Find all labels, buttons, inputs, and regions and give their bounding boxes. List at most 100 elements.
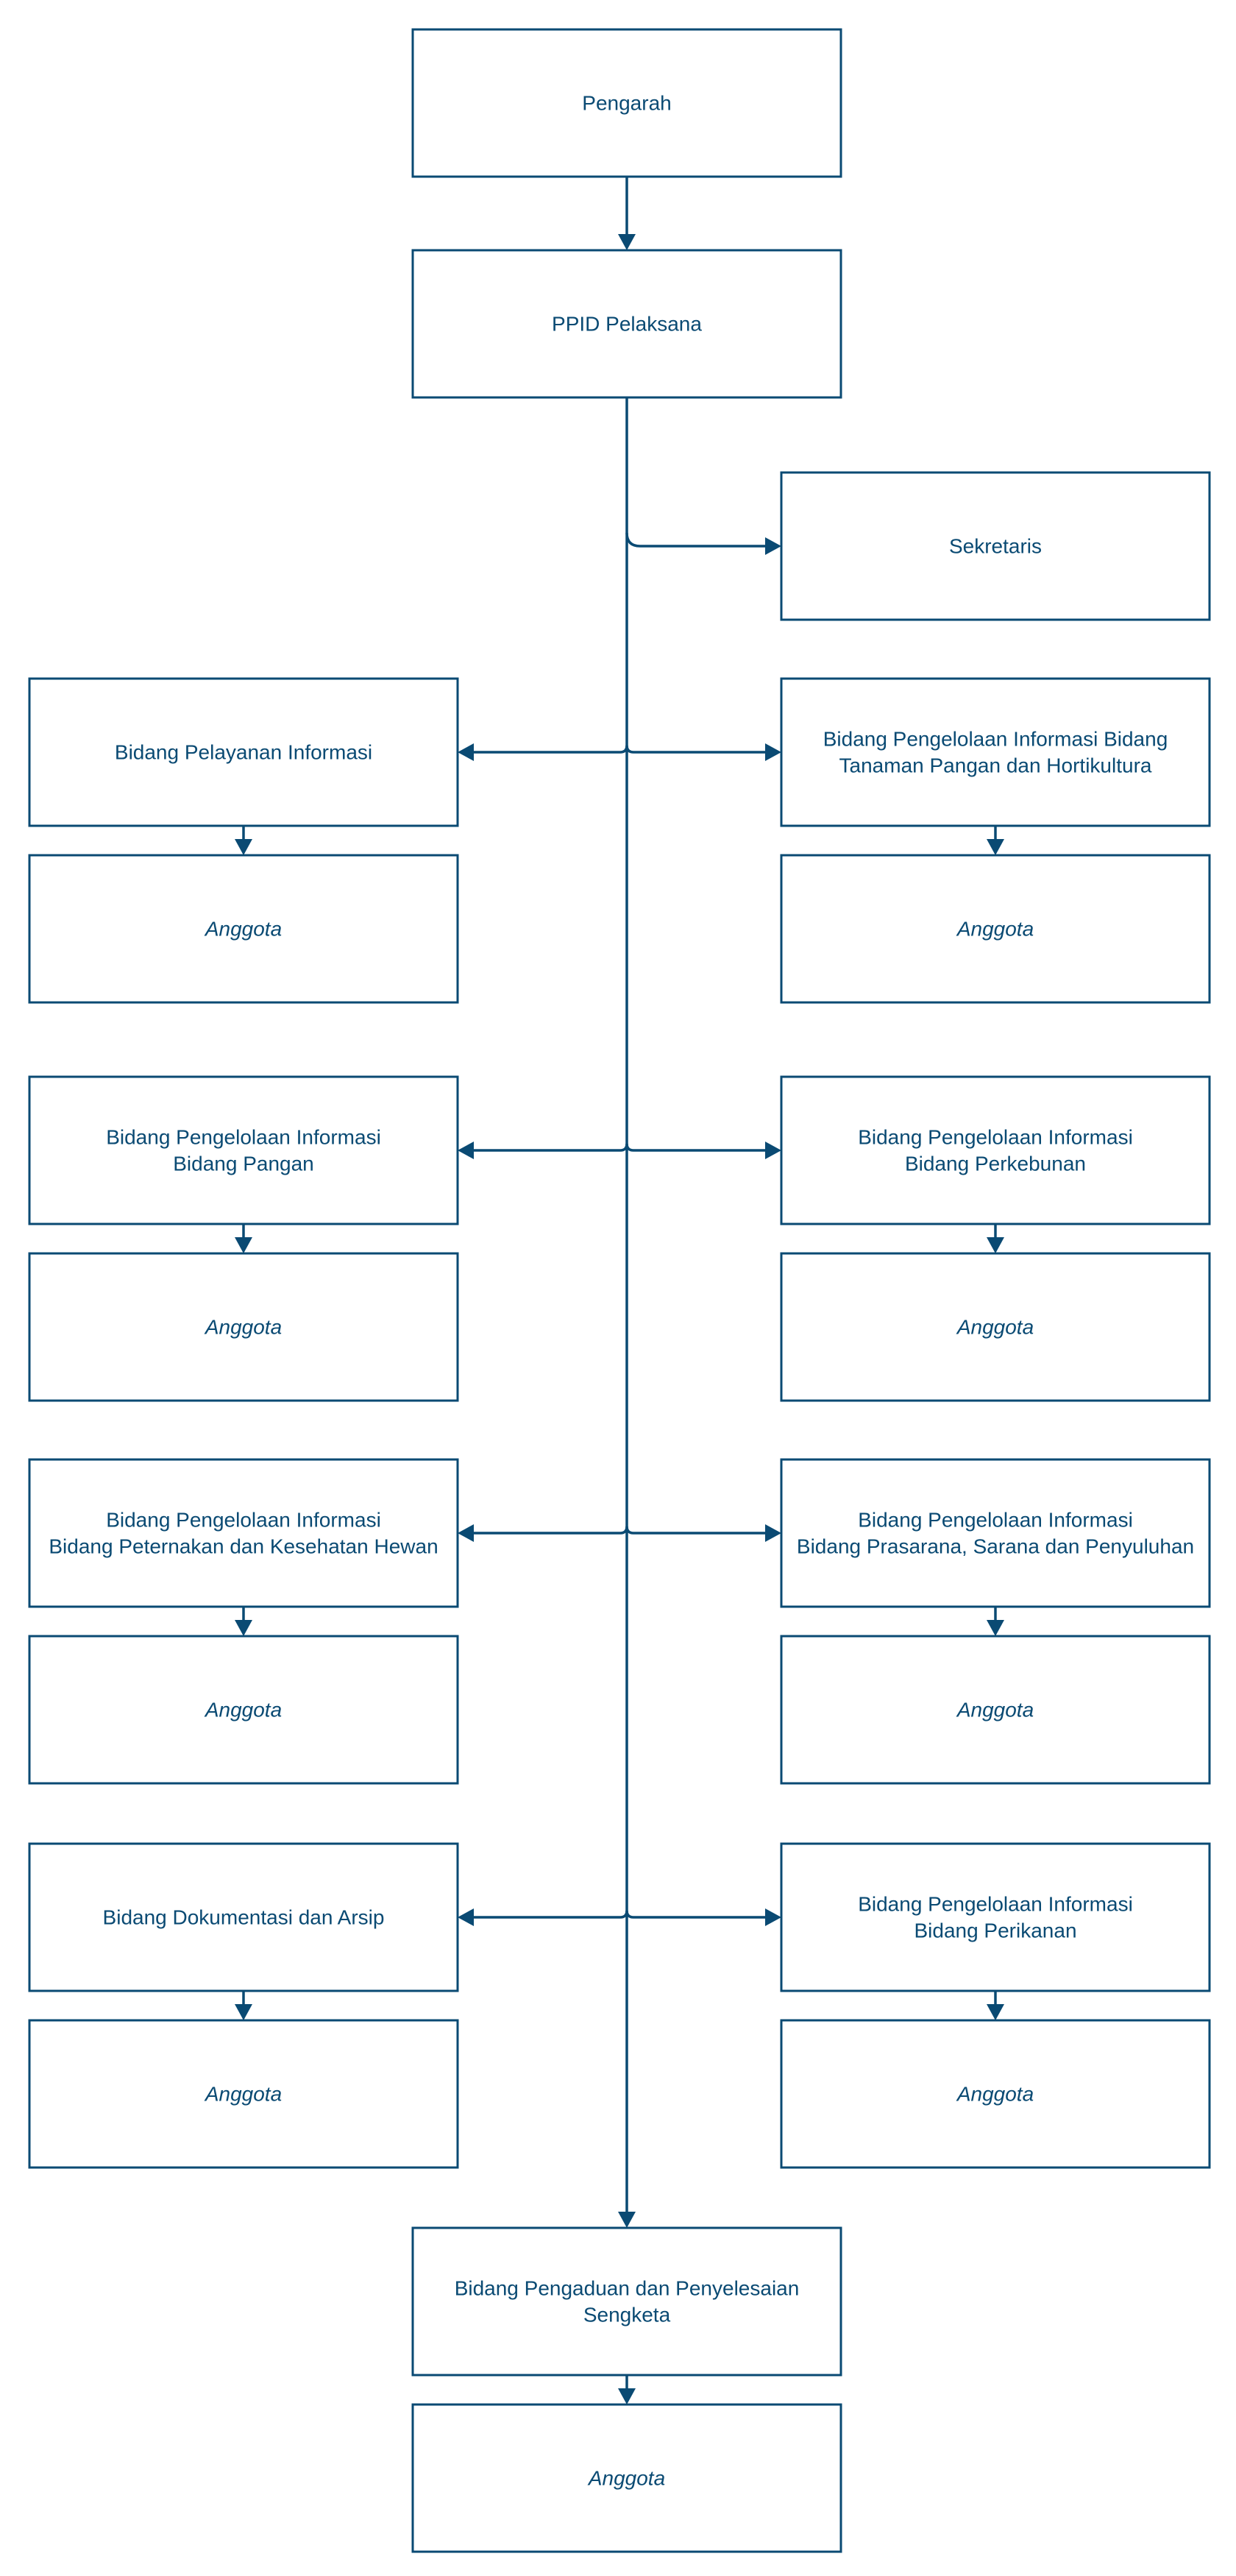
node-prasarana-label-line: Bidang Prasarana, Sarana dan Penyuluhan <box>797 1535 1194 1558</box>
node-perkebunan-label-line: Bidang Pengelolaan Informasi <box>858 1126 1133 1149</box>
node-anggota-perkebunan-box <box>780 1252 1211 1402</box>
node-peternakan-box <box>28 1458 459 1608</box>
node-prasarana-label-line: Bidang Pengelolaan Informasi <box>858 1509 1133 1532</box>
node-peternakan-label-line: Bidang Peternakan dan Kesehatan Hewan <box>49 1535 438 1558</box>
edge-pengaduan-to-anggota_pengaduan-arrowhead <box>618 2388 636 2405</box>
edge-pengarah-to-pelaksana-arrowhead <box>618 234 636 250</box>
node-anggota-dokumentasi: Anggota <box>28 2019 459 2169</box>
edge-pelaksana-to-peternakan <box>472 1526 628 1535</box>
edge-tanaman-to-anggota_tanaman-arrowhead <box>987 839 1004 855</box>
node-anggota-tanaman-box <box>780 854 1211 1004</box>
node-sekretaris: Sekretaris <box>780 471 1211 621</box>
node-pelayanan-label-line: Bidang Pelayanan Informasi <box>115 741 372 764</box>
node-pangan-box <box>28 1075 459 1225</box>
node-anggota-perkebunan-label-line: Anggota <box>956 1316 1034 1339</box>
node-anggota-pelayanan-label-line: Anggota <box>204 918 282 941</box>
edge-pelaksana-to-sekretaris <box>625 532 767 548</box>
edge-pelaksana-to-prasarana <box>625 1526 767 1535</box>
node-sekretaris-label-line: Sekretaris <box>949 535 1042 558</box>
edge-pelaksana-to-perkebunan-arrowhead <box>765 1142 781 1159</box>
node-anggota-pangan-box <box>28 1252 459 1402</box>
node-pengaduan-label-line: Bidang Pengaduan dan Penyelesaian <box>455 2277 800 2300</box>
edge-pelaksana-to-pelayanan-arrowhead <box>458 743 474 761</box>
node-anggota-pengaduan-label-line: Anggota <box>587 2467 665 2490</box>
node-perikanan-label-line: Bidang Perikanan <box>914 1919 1076 1942</box>
node-anggota-perkebunan: Anggota <box>780 1252 1211 1402</box>
edge-pangan-to-anggota_pangan-arrowhead <box>235 1237 252 1253</box>
node-anggota-peternakan: Anggota <box>28 1635 459 1785</box>
edge-perikanan-to-anggota_perikanan-arrowhead <box>987 2004 1004 2020</box>
edge-pelaksana-to-prasarana-arrowhead <box>765 1524 781 1542</box>
node-pangan-label-line: Bidang Pangan <box>173 1153 314 1175</box>
node-anggota-pangan-label-line: Anggota <box>204 1316 282 1339</box>
edge-pelaksana-to-pangan <box>472 1143 628 1152</box>
node-perkebunan-label-line: Bidang Perkebunan <box>905 1153 1086 1175</box>
node-pelaksana: PPID Pelaksana <box>411 249 842 399</box>
node-tanaman-label-line: Tanaman Pangan dan Hortikultura <box>839 754 1152 777</box>
node-pelaksana-label-line: PPID Pelaksana <box>552 313 702 336</box>
edge-pelaksana-to-perikanan <box>625 1910 767 1919</box>
node-anggota-peternakan-label-line: Anggota <box>204 1699 282 1722</box>
node-perikanan-label-line: Bidang Pengelolaan Informasi <box>858 1893 1133 1916</box>
node-dokumentasi: Bidang Dokumentasi dan Arsip <box>28 1842 459 1992</box>
node-pelayanan: Bidang Pelayanan Informasi <box>28 677 459 827</box>
node-anggota-perikanan-label-line: Anggota <box>956 2083 1034 2106</box>
node-anggota-dokumentasi-box <box>28 2019 459 2169</box>
node-pelaksana-box <box>411 249 842 399</box>
edge-pelaksana-to-dokumentasi-arrowhead <box>458 1908 474 1926</box>
node-perikanan-box <box>780 1842 1211 1992</box>
edge-peternakan-to-anggota_peternakan-arrowhead <box>235 1620 252 1636</box>
node-anggota-pelayanan: Anggota <box>28 854 459 1004</box>
node-anggota-pangan: Anggota <box>28 1252 459 1402</box>
edge-pelaksana-to-tanaman-arrowhead <box>765 743 781 761</box>
node-pengarah: Pengarah <box>411 28 842 178</box>
node-anggota-perikanan-box <box>780 2019 1211 2169</box>
node-anggota-peternakan-box <box>28 1635 459 1785</box>
node-pengarah-label-line: Pengarah <box>582 92 671 115</box>
edge-pelaksana-to-pelayanan <box>472 745 628 754</box>
node-prasarana-box <box>780 1458 1211 1608</box>
edge-perkebunan-to-anggota_perkebunan-arrowhead <box>987 1237 1004 1253</box>
node-anggota-prasarana: Anggota <box>780 1635 1211 1785</box>
edge-pelaksana-to-peternakan-arrowhead <box>458 1524 474 1542</box>
node-anggota-pengaduan: Anggota <box>411 2403 842 2553</box>
node-pengaduan-box <box>411 2226 842 2377</box>
node-anggota-tanaman: Anggota <box>780 854 1211 1004</box>
edge-pelaksana-to-pengaduan-arrowhead <box>618 2212 636 2228</box>
node-pengarah-box <box>411 28 842 178</box>
edge-pelaksana-to-dokumentasi <box>472 1910 628 1919</box>
node-pengaduan-label-line: Sengketa <box>583 2304 671 2326</box>
node-tanaman-box <box>780 677 1211 827</box>
node-anggota-prasarana-box <box>780 1635 1211 1785</box>
edge-pelaksana-to-perkebunan <box>625 1143 767 1152</box>
edge-pelaksana-to-perikanan-arrowhead <box>765 1908 781 1926</box>
edge-pelayanan-to-anggota_pelayanan-arrowhead <box>235 839 252 855</box>
node-perkebunan-box <box>780 1075 1211 1225</box>
edge-pelaksana-to-pangan-arrowhead <box>458 1142 474 1159</box>
node-anggota-dokumentasi-label-line: Anggota <box>204 2083 282 2106</box>
edge-pelaksana-to-tanaman <box>625 745 767 754</box>
node-peternakan-label-line: Bidang Pengelolaan Informasi <box>106 1509 381 1532</box>
node-sekretaris-box <box>780 471 1211 621</box>
edge-prasarana-to-anggota_prasarana-arrowhead <box>987 1620 1004 1636</box>
edge-dokumentasi-to-anggota_dokumentasi-arrowhead <box>235 2004 252 2020</box>
node-pelayanan-box <box>28 677 459 827</box>
node-anggota-perikanan: Anggota <box>780 2019 1211 2169</box>
node-pengaduan: Bidang Pengaduan dan PenyelesaianSengket… <box>411 2226 842 2377</box>
node-tanaman-label-line: Bidang Pengelolaan Informasi Bidang <box>823 728 1168 751</box>
node-dokumentasi-box <box>28 1842 459 1992</box>
node-anggota-prasarana-label-line: Anggota <box>956 1699 1034 1722</box>
node-tanaman: Bidang Pengelolaan Informasi BidangTanam… <box>780 677 1211 827</box>
node-anggota-pengaduan-box <box>411 2403 842 2553</box>
node-anggota-pelayanan-box <box>28 854 459 1004</box>
connector-layer <box>235 177 1004 2405</box>
node-pangan-label-line: Bidang Pengelolaan Informasi <box>106 1126 381 1149</box>
edge-pelaksana-to-sekretaris-arrowhead <box>765 537 781 555</box>
